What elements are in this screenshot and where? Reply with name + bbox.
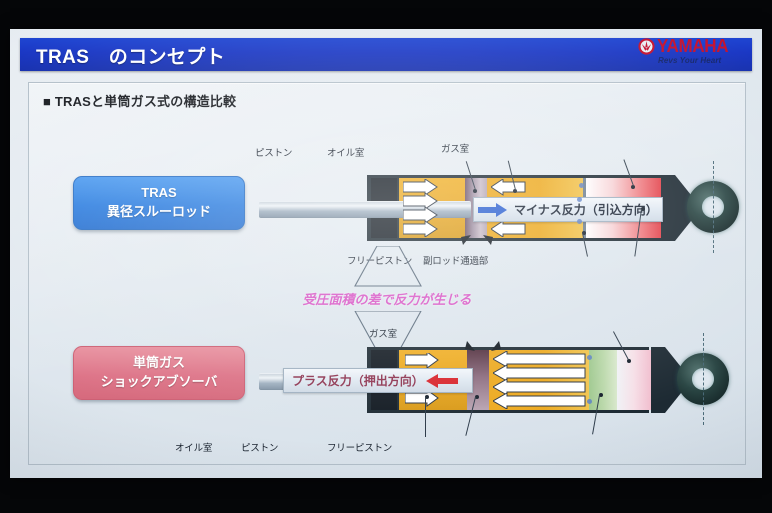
yamaha-wordmark: YAMAHA (657, 36, 729, 57)
mono-gas-dot (627, 359, 631, 363)
label-mono-oil-chamber: オイル室 (175, 443, 213, 454)
mono-flow-arrows-left (405, 353, 439, 407)
tras-free-piston-dot (582, 231, 586, 235)
slide-title-bar: TRAS のコンセプト (20, 38, 752, 71)
tras-force-banner-text: マイナス反力（引込方向） (514, 203, 658, 217)
tras-end-cap (661, 175, 691, 241)
tag-box-monotube-line2: ショックアブソーバ (100, 374, 218, 389)
yamaha-tagline: Revs Your Heart (658, 56, 722, 65)
mono-gas-chamber (617, 350, 655, 410)
content-panel: ■ TRASと単筒ガス式の構造比較 TRAS 異径スルーロッド 単筒ガス ショッ… (28, 82, 746, 465)
mono-force-banner-text: プラス反力（押出方向） (292, 374, 424, 388)
tag-box-monotube-line1: 単筒ガス (132, 355, 185, 371)
tras-flow-arrows-left (403, 179, 438, 237)
label-mono-free-piston: フリーピストン (327, 443, 393, 454)
tras-centerline (713, 161, 714, 253)
tras-oil-dot (513, 189, 517, 193)
tras-sub-rod-dot (641, 207, 645, 211)
yamaha-tuning-fork-icon (638, 38, 655, 55)
label-mono-gas-chamber: ガス室 (369, 329, 397, 340)
tras-gas-dot (631, 185, 635, 189)
middle-note: 受圧面積の差で反力が生じる (302, 292, 472, 307)
tras-force-arrow-icon (478, 202, 507, 217)
mono-oil-leader (425, 397, 426, 437)
connector-trapezoid-upper (354, 246, 422, 287)
tag-box-tras-line2: 異径スルーロッド (106, 204, 211, 219)
tras-rod-seal-lower (371, 214, 397, 238)
tras-force-banner: マイナス反力（引込方向） (473, 197, 663, 222)
label-tras-oil-chamber: オイル室 (327, 148, 365, 159)
mono-flow-arrows-right (493, 351, 586, 409)
diagram-monotube: プラス反力（押出方向） (259, 315, 729, 445)
tras-piston-pointer-arrows (461, 235, 493, 245)
tag-box-monotube: 単筒ガス ショックアブソーバ (73, 346, 245, 400)
tag-box-tras: TRAS 異径スルーロッド (73, 176, 245, 230)
label-tras-piston: ピストン (255, 148, 293, 159)
mono-piston (467, 350, 489, 410)
mono-free-piston-dot (599, 393, 603, 397)
yamaha-logo: YAMAHA Revs Your Heart (638, 36, 754, 72)
mono-centerline (703, 333, 704, 425)
mono-oil-dot (425, 395, 429, 399)
mono-piston-pointer-arrows (465, 341, 501, 351)
label-tras-free-piston: フリーピストン (347, 256, 413, 267)
tras-rod-seal-upper (371, 178, 397, 202)
tras-free-piston-marker-a (579, 183, 584, 188)
projected-slide: TRAS のコンセプト YAMAHA Revs Your Heart ■ TRA… (10, 29, 762, 478)
mono-force-banner: プラス反力（押出方向） (283, 368, 473, 393)
mono-force-arrow-icon (425, 373, 458, 388)
tras-free-piston-marker-c (577, 219, 582, 224)
label-mono-piston: ピストン (241, 443, 279, 454)
label-tras-sub-rod-passage: 副ロッド通過部 (423, 256, 489, 267)
tras-piston-dot (473, 189, 477, 193)
label-tras-gas-chamber: ガス室 (441, 144, 469, 155)
panel-subtitle: ■ TRASと単筒ガス式の構造比較 (43, 94, 237, 109)
tras-free-piston-marker-b (577, 197, 582, 202)
mono-free-piston-marker-a (587, 355, 592, 360)
tag-box-tras-line1: TRAS (141, 185, 177, 201)
page-title: TRAS のコンセプト (36, 47, 226, 68)
diagram-tras: マイナス反力（引込方向） (259, 143, 739, 273)
mono-free-piston-band (589, 350, 617, 410)
mono-piston-dot (475, 395, 479, 399)
mono-end-cap (651, 347, 681, 413)
mono-free-piston-marker-b (587, 399, 592, 404)
